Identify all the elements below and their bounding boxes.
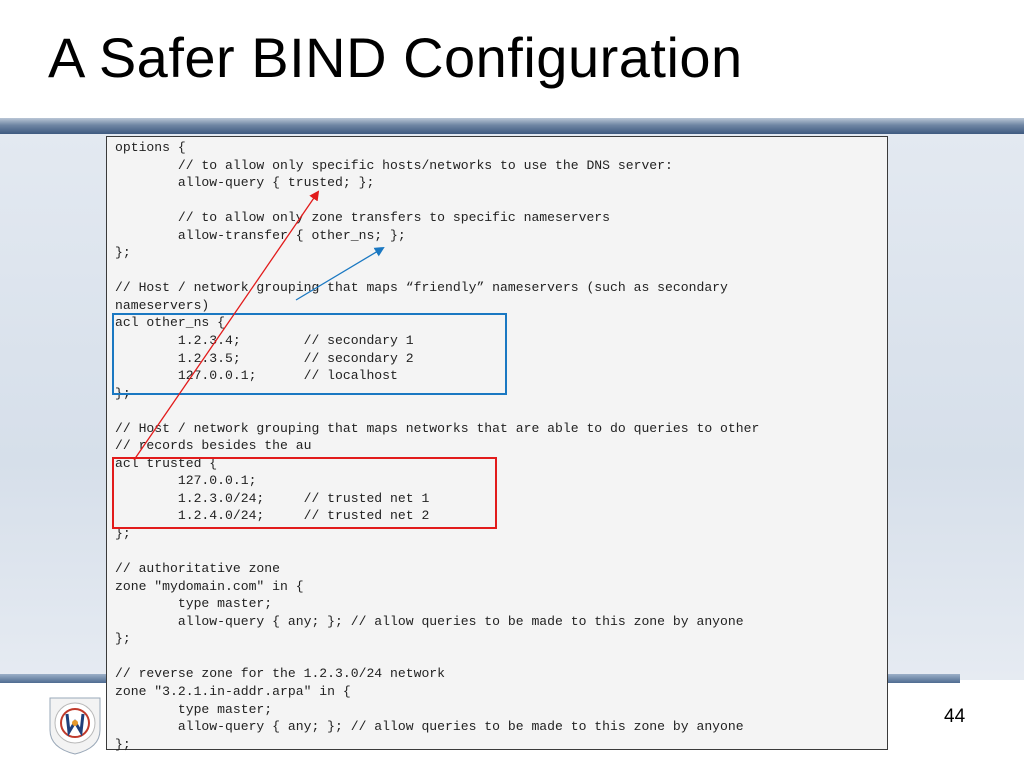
code-line: // to allow only specific hosts/networks…: [115, 157, 673, 173]
page-number: 44: [944, 706, 966, 727]
code-line: };: [115, 526, 131, 542]
code-line: // Host / network grouping that maps “fr…: [115, 280, 728, 296]
slide-title: A Safer BIND Configuration: [48, 26, 743, 89]
code-line: };: [115, 245, 131, 261]
code-line: // to allow only zone transfers to speci…: [115, 210, 611, 226]
code-line: 1.2.3.0/24; // trusted net 1: [115, 490, 430, 506]
code-line: 1.2.3.5; // secondary 2: [115, 350, 414, 366]
code-line: // reverse zone for the 1.2.3.0/24 netwo…: [115, 666, 446, 682]
red-arrow: [133, 190, 320, 461]
code-line: // Host / network grouping that maps net…: [115, 420, 760, 436]
blue-arrow: [295, 246, 385, 301]
code-line: // authoritative zone: [115, 561, 281, 577]
code-line: allow-query { any; }; // allow queries t…: [115, 613, 744, 629]
other-ns-acl-highlight: [112, 313, 507, 395]
code-line: zone "3.2.1.in-addr.arpa" in {: [115, 683, 351, 699]
bind-config-code: options { // to allow only specific host…: [115, 139, 759, 753]
code-line: };: [115, 631, 131, 647]
code-line: 127.0.0.1; // localhost: [115, 368, 398, 384]
code-line: 127.0.0.1;: [115, 473, 257, 489]
code-line: 1.2.3.4; // secondary 1: [115, 333, 414, 349]
code-line: options {: [115, 140, 186, 155]
trusted-acl-highlight: [112, 457, 497, 529]
code-line: allow-transfer { other_ns; };: [115, 227, 406, 243]
code-line: type master;: [115, 596, 273, 612]
code-line: 1.2.4.0/24; // trusted net 2: [115, 508, 430, 524]
title-divider-band: [0, 118, 1024, 134]
code-line: type master;: [115, 701, 273, 717]
code-line: acl other_ns {: [115, 315, 226, 331]
code-line: zone "mydomain.com" in {: [115, 578, 304, 594]
code-line: // records besides the au: [115, 438, 312, 454]
code-line: };: [115, 736, 131, 752]
code-panel: options { // to allow only specific host…: [106, 136, 888, 753]
code-line: allow-query { trusted; };: [115, 175, 375, 191]
code-line: nameservers): [115, 297, 210, 313]
code-line: acl trusted {: [115, 455, 218, 471]
institution-logo: [45, 690, 105, 756]
code-line: allow-query { any; }; // allow queries t…: [115, 719, 744, 735]
